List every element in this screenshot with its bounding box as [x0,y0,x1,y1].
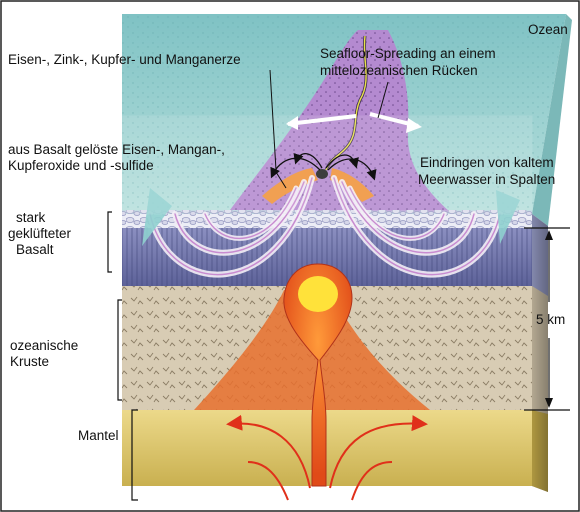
label-ores: Eisen-, Zink-, Kupfer- und Manganerze [8,52,241,67]
label-mantle: Mantel [78,428,119,443]
earth-block [122,14,572,500]
label-seawater-1: Eindringen von kaltem [420,155,554,170]
magma-hotspot [298,276,338,312]
label-crust-2: Kruste [10,354,49,369]
label-ocean: Ozean [528,22,568,37]
label-oxides-1: aus Basalt gelöste Eisen-, Mangan-, [8,142,225,157]
label-thickness: 5 km [536,312,565,327]
mantle-layer [122,410,532,486]
label-spreading-2: mittelozeanischen Rücken [320,63,478,78]
label-basalt-3: Basalt [16,242,54,257]
label-oxides-2: Kupferoxide und -sulfide [8,158,154,173]
label-spreading-1: Seafloor-Spreading an einem [320,46,496,61]
label-seawater-2: Meerwasser in Spalten [418,172,555,187]
label-basalt-2: geklüfteter [8,226,72,241]
label-basalt-1: stark [16,210,46,225]
label-crust-1: ozeanische [10,338,78,353]
